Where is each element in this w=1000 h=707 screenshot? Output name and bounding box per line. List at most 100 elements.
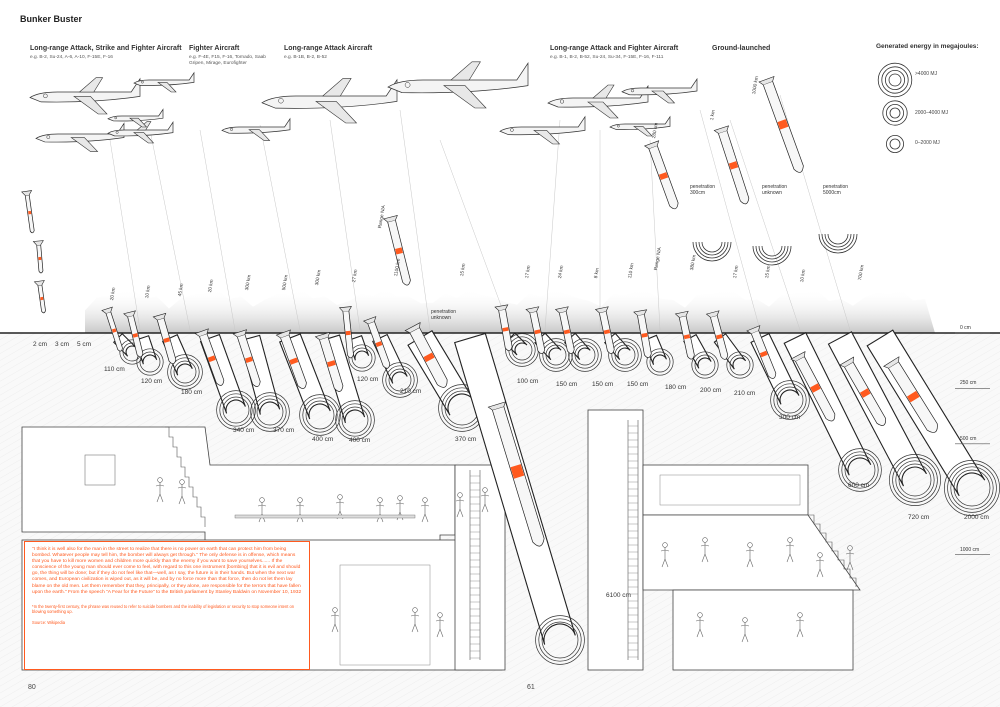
bomb-fins bbox=[314, 331, 331, 340]
depth-label: 180 cm bbox=[181, 389, 203, 396]
person-figure-body bbox=[740, 622, 750, 643]
energy-ring bbox=[608, 338, 642, 372]
aircraft-wing bbox=[651, 90, 676, 104]
aerial-crater-ring bbox=[761, 245, 783, 257]
legend-ring bbox=[889, 138, 901, 150]
bomb-fins bbox=[123, 310, 136, 318]
aircraft-silhouette bbox=[107, 121, 174, 144]
scale-label: 0 cm bbox=[960, 325, 971, 331]
aircraft-cockpit bbox=[510, 128, 514, 132]
person-figure-head bbox=[747, 542, 753, 548]
legend-ring bbox=[882, 100, 908, 126]
category-subtitle: e.g. B-1, B-2, B-52, Su-24, Su-34, F-15E… bbox=[550, 55, 664, 60]
depth-label: 2000 cm bbox=[964, 514, 989, 521]
penetration-label: penetration unknown bbox=[762, 184, 788, 196]
aircraft-wing bbox=[129, 117, 148, 128]
bomb-marker bbox=[423, 352, 435, 363]
bomb-fins bbox=[883, 356, 900, 369]
person-figure-body bbox=[295, 502, 305, 523]
energy-ring bbox=[649, 351, 671, 373]
legend-ring bbox=[886, 104, 905, 123]
bomb-marker bbox=[163, 337, 171, 343]
aircraft-silhouette bbox=[29, 77, 141, 115]
bomb-marker bbox=[641, 332, 648, 338]
bomb-marker bbox=[510, 464, 525, 479]
aircraft-silhouette bbox=[261, 78, 398, 124]
bomb-fins bbox=[525, 306, 540, 313]
bomb-marker bbox=[395, 247, 403, 255]
depth-label: 150 cm bbox=[592, 381, 614, 388]
aircraft-silhouette bbox=[35, 122, 125, 152]
bomb bbox=[487, 401, 545, 547]
energy-ring bbox=[947, 463, 997, 513]
aircraft-wing-top bbox=[592, 84, 615, 99]
bomb-marker bbox=[810, 383, 821, 393]
bomb bbox=[33, 280, 46, 314]
bomb bbox=[32, 240, 44, 274]
bomb-marker bbox=[345, 330, 351, 336]
bomb bbox=[525, 306, 546, 354]
bomb bbox=[758, 76, 804, 173]
energy-legend-rings bbox=[877, 62, 913, 153]
bomb bbox=[21, 190, 35, 234]
flight-trail bbox=[329, 119, 361, 331]
legend-ring bbox=[877, 62, 913, 98]
bomb-fins bbox=[713, 125, 730, 134]
person-figure-body bbox=[335, 499, 345, 520]
penetration-label: penetration 5000cm bbox=[823, 184, 849, 196]
aerial-crater-ring bbox=[755, 245, 789, 263]
bomb-marker bbox=[132, 333, 139, 338]
energy-ring bbox=[892, 457, 938, 503]
depth-label: 180 cm bbox=[665, 384, 687, 391]
person-figure-head bbox=[332, 607, 338, 613]
aircraft-silhouette bbox=[387, 61, 529, 109]
bomb bbox=[275, 329, 307, 389]
aircraft-wing-top bbox=[321, 78, 352, 97]
aircraft-cockpit bbox=[43, 93, 48, 99]
aircraft-cockpit bbox=[559, 99, 565, 104]
aircraft-fuselage bbox=[609, 115, 671, 130]
aircraft-cockpit bbox=[46, 135, 51, 139]
bomb-marker bbox=[658, 172, 669, 181]
flight-trail bbox=[399, 109, 431, 331]
aircraft-wing bbox=[133, 132, 155, 144]
bomb-fins bbox=[21, 190, 33, 196]
bomb bbox=[554, 306, 575, 354]
aircraft-wing-top bbox=[78, 77, 104, 93]
energy-ring bbox=[545, 344, 567, 366]
flight-trail bbox=[149, 129, 191, 331]
energy-ring bbox=[170, 357, 200, 387]
bomb-marker bbox=[207, 355, 216, 363]
small-calibre-label: 3 cm bbox=[55, 341, 70, 348]
bomb-fins bbox=[32, 240, 44, 246]
aerial-crater-ring bbox=[701, 241, 723, 253]
bomb-fins bbox=[232, 329, 248, 338]
bomb-fins bbox=[674, 310, 689, 318]
penetration-label: penetration 300cm bbox=[690, 184, 716, 196]
bomb bbox=[674, 310, 695, 360]
depth-label: 110 cm bbox=[104, 366, 125, 373]
bomb-fins bbox=[758, 76, 775, 85]
person-figure-body bbox=[330, 612, 340, 633]
bomb-fins bbox=[383, 215, 398, 223]
energy-ring bbox=[139, 351, 161, 373]
depth-label: 340 cm bbox=[233, 427, 255, 434]
shaft-right bbox=[587, 409, 644, 671]
bomb-fins bbox=[494, 304, 509, 311]
depth-label: 6100 cm bbox=[606, 592, 631, 599]
energy-ring bbox=[541, 621, 579, 659]
energy-ring bbox=[770, 380, 810, 420]
aerial-crater-ring bbox=[821, 233, 855, 251]
bunker-upper-left bbox=[21, 426, 456, 561]
aircraft-fuselage bbox=[547, 84, 649, 108]
depth-label: 210 cm bbox=[734, 390, 756, 397]
energy-ring bbox=[253, 395, 287, 429]
bomb bbox=[790, 351, 836, 422]
bomb bbox=[705, 310, 729, 360]
energy-ring bbox=[302, 397, 338, 433]
bomb-fins bbox=[594, 306, 609, 313]
bomb-fins bbox=[633, 309, 648, 316]
person-figure-body bbox=[395, 500, 405, 521]
person-figure-body bbox=[660, 547, 670, 568]
